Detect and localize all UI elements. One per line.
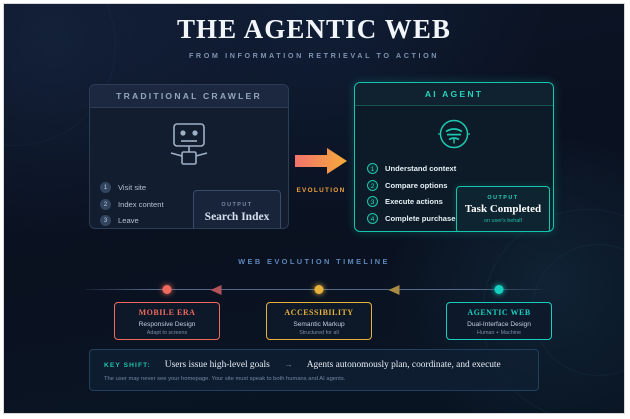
- infographic-canvas: THE AGENTIC WEB FROM INFORMATION RETRIEV…: [4, 4, 624, 413]
- key-shift-row: KEY SHIFT: Users issue high-level goals …: [104, 360, 501, 370]
- crawler-panel-heading: TRADITIONAL CRAWLER: [90, 85, 288, 108]
- timeline-card-note: Adapt to screens: [146, 330, 188, 336]
- list-item: 4 Complete purchases: [367, 212, 460, 224]
- step-number: 2: [100, 198, 111, 210]
- list-item: 2 Index content: [100, 198, 164, 210]
- evolution-label: EVOLUTION: [296, 187, 346, 194]
- step-label: Understand context: [385, 164, 457, 173]
- step-number: 4: [367, 212, 378, 224]
- list-item: 1 Visit site: [100, 182, 164, 193]
- step-label: Leave: [118, 216, 139, 225]
- timeline-card-title: AGENTIC WEB: [467, 308, 531, 317]
- key-shift-tag: KEY SHIFT:: [104, 362, 151, 369]
- timeline-arrow-marker: [210, 285, 222, 295]
- agent-panel-heading: AI AGENT: [355, 83, 553, 106]
- output-subtext: on user's behalf: [484, 218, 522, 224]
- timeline-card-subtitle: Semantic Markup: [293, 320, 345, 328]
- timeline-card-subtitle: Dual-Interface Design: [467, 320, 531, 328]
- agent-output-box: OUTPUT Task Completed on user's behalf: [456, 186, 550, 231]
- timeline-title: WEB EVOLUTION TIMELINE: [238, 257, 390, 266]
- crawler-steps-list: 1 Visit site 2 Index content 3 Leave: [100, 182, 164, 228]
- step-label: Execute actions: [385, 197, 443, 206]
- crawler-output-box: OUTPUT Search Index: [193, 190, 281, 228]
- list-item: 3 Execute actions: [367, 196, 460, 207]
- timeline-card-title: MOBILE ERA: [138, 308, 196, 317]
- list-item: 1 Understand context: [367, 163, 460, 174]
- timeline-card: ACCESSIBILITY Semantic Markup Structured…: [266, 302, 372, 340]
- header: THE AGENTIC WEB FROM INFORMATION RETRIEV…: [4, 14, 624, 61]
- list-item: 3 Leave: [100, 215, 164, 226]
- timeline-arrow-marker: [388, 285, 400, 295]
- ai-agent-panel: AI AGENT 1 Under: [354, 82, 554, 232]
- step-number: 1: [100, 182, 111, 193]
- output-label: OUTPUT: [487, 195, 519, 201]
- infographic-frame: THE AGENTIC WEB FROM INFORMATION RETRIEV…: [3, 3, 625, 414]
- key-shift-from: Users issue high-level goals: [164, 360, 270, 370]
- key-shift-to: Agents autonomously plan, coordinate, an…: [306, 360, 501, 370]
- list-item: 2 Compare options: [367, 179, 460, 191]
- step-label: Compare options: [385, 180, 448, 190]
- step-number: 2: [367, 179, 378, 191]
- step-label: Index content: [118, 199, 164, 209]
- timeline-card-title: ACCESSIBILITY: [284, 308, 354, 317]
- output-value: Task Completed: [464, 203, 542, 215]
- step-number: 3: [100, 215, 111, 226]
- page-title: THE AGENTIC WEB: [176, 14, 452, 44]
- step-number: 3: [367, 196, 378, 207]
- page-subtitle: FROM INFORMATION RETRIEVAL TO ACTION: [188, 51, 440, 60]
- arrow-right-icon: →: [284, 360, 293, 369]
- agent-steps-list: 1 Understand context 2 Compare options 3…: [367, 163, 460, 229]
- evolution-connector: EVOLUTION: [293, 147, 349, 194]
- timeline-dot: [162, 285, 172, 294]
- robot-icon: [168, 120, 210, 175]
- step-number: 1: [367, 163, 378, 174]
- timeline-card: AGENTIC WEB Dual-Interface Design Human …: [446, 302, 552, 340]
- output-value: Search Index: [204, 211, 270, 223]
- key-shift-caption: The user may never see your homepage. Yo…: [104, 376, 346, 382]
- agent-signal-icon: [435, 115, 473, 158]
- traditional-crawler-panel: TRADITIONAL CRAWLER: [89, 84, 289, 229]
- timeline-axis: [86, 289, 542, 290]
- step-label: Visit site: [118, 183, 147, 192]
- timeline-dot: [494, 285, 504, 294]
- timeline-card-note: Structured for all: [299, 330, 339, 336]
- arrow-right-icon: [295, 148, 347, 179]
- key-shift-banner: KEY SHIFT: Users issue high-level goals …: [89, 349, 539, 391]
- step-label: Complete purchases: [385, 213, 460, 223]
- output-label: OUTPUT: [221, 202, 253, 208]
- timeline-card: MOBILE ERA Responsive Design Adapt to sc…: [114, 302, 220, 340]
- timeline-card-note: Human + Machine: [477, 330, 521, 336]
- timeline-card-subtitle: Responsive Design: [138, 320, 196, 328]
- timeline-dot: [314, 285, 324, 294]
